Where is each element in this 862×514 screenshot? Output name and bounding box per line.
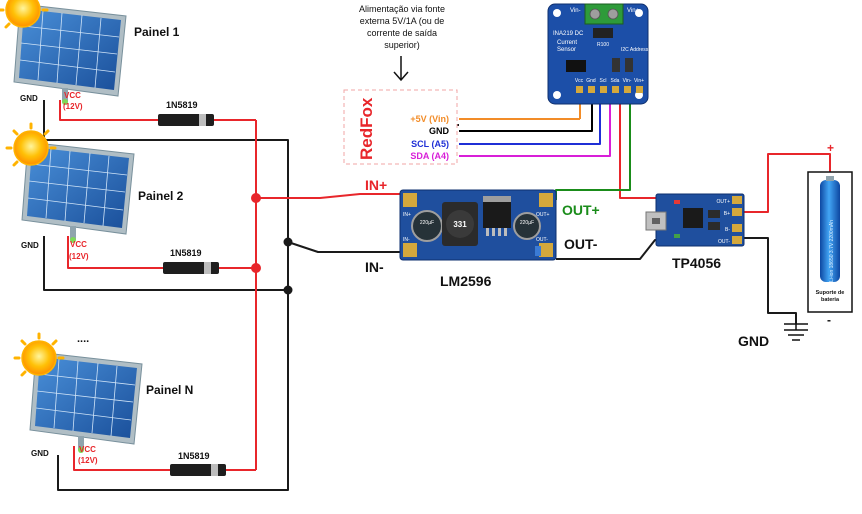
redfox-logo: RedFox: [357, 97, 376, 160]
ina-pin-label: Vcc: [575, 78, 584, 84]
wires: [43, 100, 831, 491]
solar-panel-icon: [13, 332, 144, 455]
lm-pad-label: IN+: [403, 212, 411, 218]
redfox-pin-gnd: GND: [429, 126, 450, 136]
ina219-board: Vin- Vin+ R100 INA219 DC Current Sensor …: [547, 3, 649, 105]
solar-panel-icon: [0, 0, 128, 107]
lm-in-minus-label: IN-: [365, 259, 384, 275]
lm-pad-label: OUT+: [536, 212, 550, 218]
diode-label: 1N5819: [170, 248, 202, 258]
panel-vcc-label: VCC: [70, 240, 87, 249]
tp-pad-label: B+: [724, 211, 730, 217]
tp-pad-label: OUT-: [718, 239, 730, 245]
lm-pad-label: IN-: [403, 237, 410, 243]
ina-pin-label: Sda: [611, 78, 620, 84]
ina-addr-label: I2C Address: [621, 47, 649, 53]
holder-label: bateria: [821, 297, 840, 303]
junction-dot: [251, 263, 261, 273]
ground-label: GND: [738, 333, 769, 349]
cap-label: 220µF: [520, 220, 534, 226]
battery-holder: Li-ion 18650 3.7V 2200mAh Suporte de bat…: [807, 171, 853, 313]
panel-volt-label: (12V): [69, 252, 89, 261]
junctions: [251, 193, 293, 295]
arrow-down-icon: [393, 56, 409, 82]
diode-label: 1N5819: [178, 451, 210, 461]
lm2596-module: IN+ IN- OUT+ OUT- 220µF 331 220µF: [399, 189, 557, 261]
panel-volt-label: (12V): [78, 456, 98, 465]
note-line: externa 5V/1A (ou de: [360, 16, 445, 26]
solar-panel-n: Painel N GND VCC (12V) 1N5819: [13, 332, 226, 476]
ina-pin-label: Vin+: [634, 78, 644, 84]
panel-vcc-label: VCC: [79, 445, 96, 454]
ina-pin-label: Scl: [600, 78, 607, 84]
battery-plus-label: +: [827, 141, 834, 155]
tp-pad-label: B-: [725, 227, 730, 233]
panel-gnd-label: GND: [21, 241, 39, 250]
solar-panel-icon: [5, 122, 136, 245]
battery-icon: [820, 180, 840, 282]
cap-label: 220µF: [420, 220, 434, 226]
note-line: corrente de saída: [367, 28, 437, 38]
diode-label: 1N5819: [166, 100, 198, 110]
junction-dot: [251, 193, 261, 203]
ground-symbol-icon: [784, 323, 808, 341]
diode-icon: [158, 114, 214, 126]
lm-pad-label: OUT-: [536, 237, 548, 243]
junction-dot: [283, 285, 293, 295]
note-line: superior): [384, 40, 420, 50]
battery-label: Li-ion 18650 3.7V 2200mAh: [829, 220, 835, 282]
tp4056-name: TP4056: [672, 255, 721, 271]
ina-pin-label: Vin-: [623, 78, 632, 84]
redfox-pin-scl: SCL (A5): [411, 139, 449, 149]
ina-subtitle: Current: [557, 40, 577, 46]
panel-gnd-label: GND: [20, 94, 38, 103]
panel-name: Painel N: [146, 383, 193, 397]
junction-dot: [283, 237, 293, 247]
lm2596-name: LM2596: [440, 273, 492, 289]
battery-minus-label: -: [827, 313, 831, 327]
panel-volt-label: (12V): [63, 102, 83, 111]
panel-vcc-label: VCC: [64, 91, 81, 100]
more-panels-ellipsis: ....: [77, 333, 89, 345]
solar-panel-2: Painel 2 GND VCC (12V) 1N5819: [5, 122, 219, 274]
diode-icon: [170, 464, 226, 476]
solar-panel-1: Painel 1 GND VCC (12V) 1N5819: [0, 0, 214, 126]
holder-label: Suporte de: [816, 290, 845, 296]
ina-pin-label: Gnd: [586, 78, 596, 84]
panel-gnd-label: GND: [31, 449, 49, 458]
ina-subtitle: Sensor: [557, 47, 576, 53]
redfox-pin-sda: SDA (A4): [410, 151, 449, 161]
note-line: Alimentação via fonte: [359, 4, 445, 14]
lm-in-plus-label: IN+: [365, 177, 387, 193]
ina-part-label: R100: [597, 42, 609, 48]
power-note: Alimentação via fonte externa 5V/1A (ou …: [359, 4, 445, 50]
ina-top-label: Vin-: [570, 8, 581, 14]
diode-icon: [163, 262, 219, 274]
panel-name: Painel 2: [138, 189, 184, 203]
tp-pad-label: OUT+: [717, 199, 731, 205]
ina-top-label: Vin+: [627, 8, 640, 14]
redfox-pin-vin: +5V (Vin): [410, 114, 449, 124]
inductor-label: 331: [453, 220, 467, 229]
ina-title: INA219 DC: [553, 31, 584, 37]
lm-out-plus-label: OUT+: [562, 202, 600, 218]
lm-out-minus-label: OUT-: [564, 236, 598, 252]
tp4056-module: OUT+ B+ B- OUT-: [645, 193, 745, 247]
panel-name: Painel 1: [134, 25, 180, 39]
redfox-box: RedFox +5V (Vin) GND SCL (A5) SDA (A4): [343, 89, 458, 165]
